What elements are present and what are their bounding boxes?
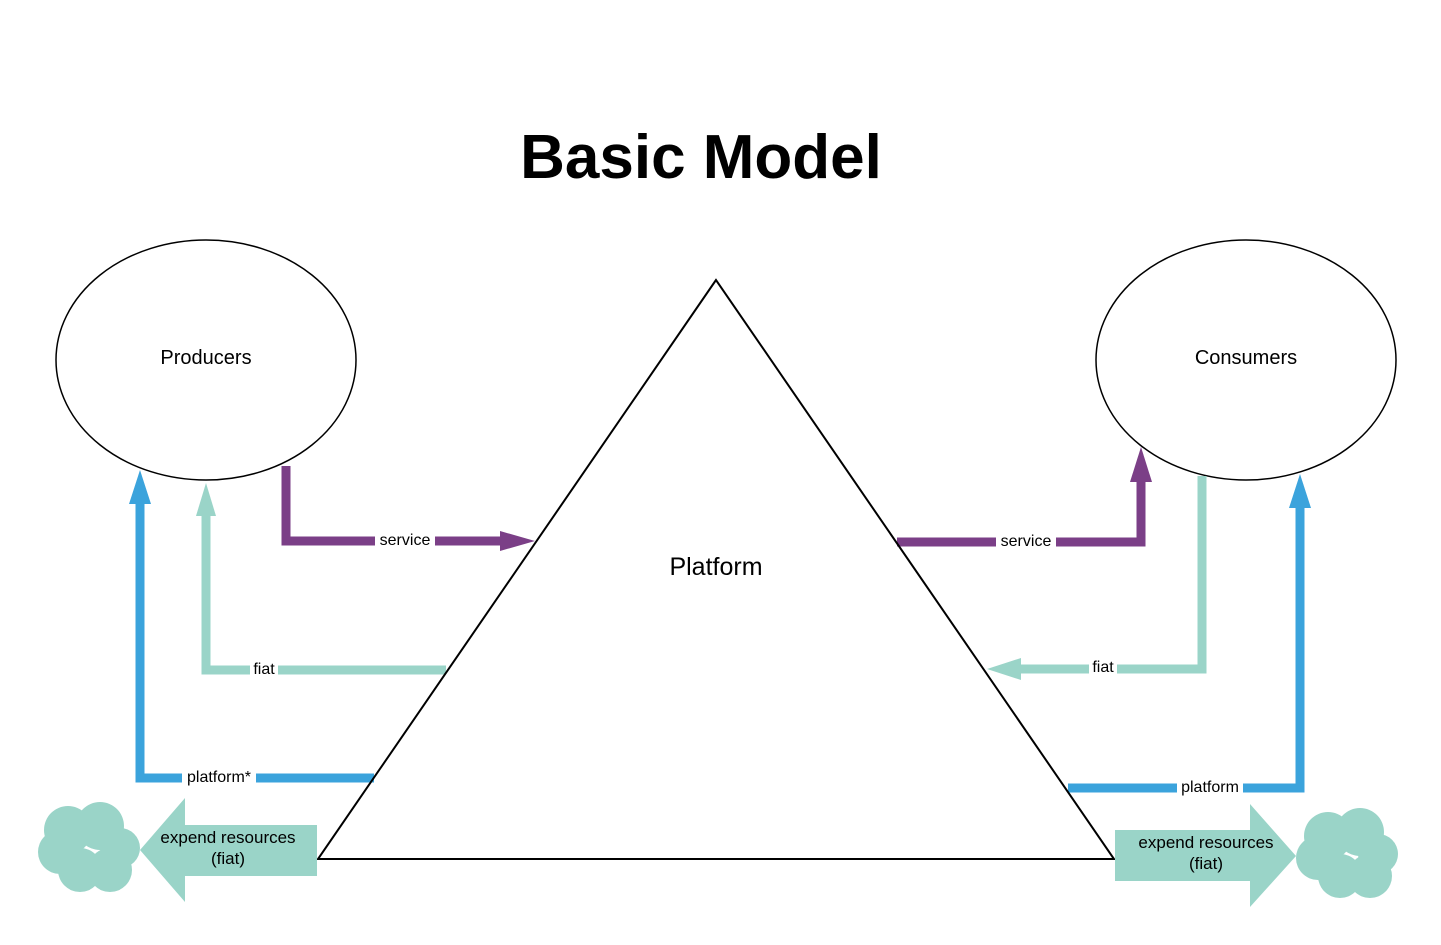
platform-node: Platform [316, 278, 1116, 860]
diagram-title: Basic Model [520, 123, 882, 192]
consumers-node: Consumers [1095, 239, 1397, 481]
producer-service-label: service [380, 532, 431, 549]
right-cloud-icon [1296, 808, 1398, 898]
consumer-platform-arrow: platform [1068, 474, 1311, 797]
platform-label: Platform [669, 553, 762, 581]
producers-node: Producers [55, 239, 357, 481]
producer-platform-arrow: platform* [129, 470, 374, 787]
consumer-service-arrow: service [897, 447, 1152, 551]
consumer-fiat-label: fiat [1092, 659, 1114, 676]
producer-fiat-label: fiat [253, 661, 275, 678]
consumer-platform-label: platform [1181, 779, 1239, 796]
consumers-label: Consumers [1195, 347, 1297, 369]
consumer-fiat-arrow: fiat [987, 476, 1207, 680]
right-expend-label-line2: (fiat) [1189, 854, 1223, 873]
consumer-service-label: service [1001, 533, 1052, 550]
left-expend-label-line1: expend resources [160, 828, 295, 847]
left-cloud-icon [38, 802, 140, 892]
right-expend-resources-arrow: expend resources (fiat) [1115, 804, 1296, 907]
producers-label: Producers [160, 347, 251, 369]
right-expend-label-line1: expend resources [1138, 833, 1273, 852]
producer-service-arrow: service [281, 466, 535, 551]
left-expend-label-line2: (fiat) [211, 849, 245, 868]
producer-platform-label: platform* [187, 769, 251, 786]
producer-fiat-arrow: fiat [196, 483, 446, 679]
left-expend-resources-arrow: expend resources (fiat) [140, 798, 317, 902]
